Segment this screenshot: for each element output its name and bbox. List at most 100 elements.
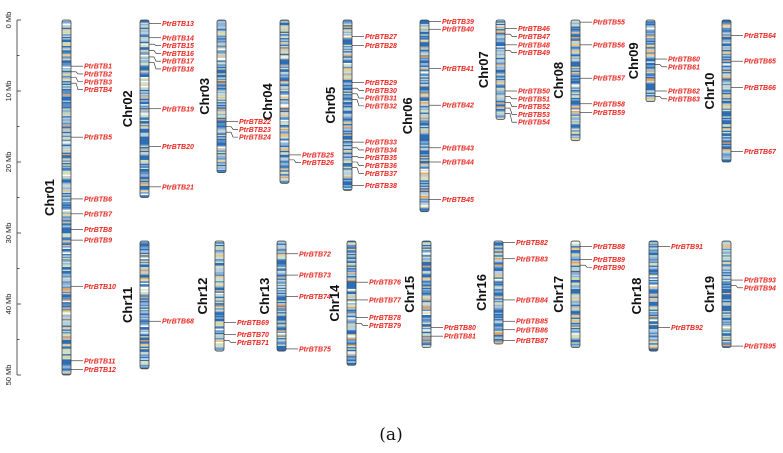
gene-leader-line — [356, 323, 368, 326]
gene-label: PtrBTB94 — [744, 285, 776, 292]
gene-label: PtrBTB16 — [162, 51, 194, 58]
gene-marker-ptrbtb26: PtrBTB26 — [289, 159, 334, 167]
gene-label: PtrBTB91 — [671, 244, 703, 251]
chromosome-set: Chr01PtrBTB1PtrBTB2PtrBTB3PtrBTB4PtrBTB5… — [42, 19, 777, 376]
gene-label: PtrBTB25 — [302, 152, 334, 159]
gene-label: PtrBTB85 — [516, 319, 548, 326]
gene-marker-ptrbtb47: PtrBTB47 — [505, 34, 551, 41]
gene-marker-ptrbtb30: PtrBTB30 — [352, 88, 397, 95]
gene-marker-ptrbtb87: PtrBTB87 — [503, 338, 549, 345]
gene-label: PtrBTB49 — [518, 50, 550, 57]
gene-marker-ptrbtb4: PtrBTB4 — [71, 82, 112, 94]
gene-marker-ptrbtb53: PtrBTB53 — [505, 107, 550, 119]
gene-marker-ptrbtb45: PtrBTB45 — [429, 197, 474, 204]
figure-caption: (a) — [379, 425, 402, 445]
gene-marker-ptrbtb34: PtrBTB34 — [352, 147, 397, 154]
gene-leader-line — [149, 50, 161, 54]
gene-marker-ptrbtb42: PtrBTB42 — [429, 103, 474, 110]
gene-label: PtrBTB40 — [442, 27, 474, 34]
chromosome-name-label: Chr05 — [323, 87, 338, 124]
gene-marker-ptrbtb21: PtrBTB21 — [149, 184, 194, 191]
gene-marker-ptrbtb79: PtrBTB79 — [356, 323, 401, 330]
gene-leader-line — [71, 71, 83, 75]
gene-marker-ptrbtb76: PtrBTB76 — [356, 280, 401, 287]
gene-leader-line — [149, 62, 161, 70]
gene-marker-ptrbtb3: PtrBTB3 — [71, 77, 112, 86]
gene-label: PtrBTB47 — [518, 34, 551, 41]
gene-marker-ptrbtb5: PtrBTB5 — [71, 135, 112, 142]
gene-marker-ptrbtb59: PtrBTB59 — [580, 110, 625, 117]
density-bands — [347, 241, 356, 366]
gene-label: PtrBTB86 — [516, 327, 548, 334]
gene-marker-ptrbtb15: PtrBTB15 — [149, 43, 194, 50]
gene-label: PtrBTB57 — [593, 76, 626, 83]
gene-label: PtrBTB55 — [593, 20, 625, 27]
chromosome-outline — [721, 19, 732, 163]
scale-tick-label: 20 Mb — [4, 152, 13, 173]
gene-label: PtrBTB60 — [668, 57, 700, 64]
chromosome-outline — [279, 19, 290, 184]
gene-label: PtrBTB24 — [239, 135, 271, 142]
gene-marker-ptrbtb74: PtrBTB74 — [286, 294, 331, 301]
chromosome-outline — [342, 19, 353, 191]
gene-label: PtrBTB37 — [365, 171, 398, 178]
gene-marker-ptrbtb83: PtrBTB83 — [503, 256, 548, 263]
gene-label: PtrBTB69 — [237, 320, 269, 327]
gene-label: PtrBTB44 — [442, 160, 474, 167]
gene-label: PtrBTB61 — [668, 64, 700, 71]
gene-leader-line — [505, 96, 517, 100]
gene-marker-ptrbtb27: PtrBTB27 — [352, 34, 398, 41]
chromosome-outline — [139, 240, 150, 370]
gene-marker-ptrbtb7: PtrBTB7 — [71, 211, 113, 218]
gene-label: PtrBTB93 — [744, 278, 776, 285]
gene-marker-ptrbtb78: PtrBTB78 — [356, 315, 401, 322]
density-bands — [215, 241, 224, 352]
gene-marker-ptrbtb43: PtrBTB43 — [429, 145, 474, 152]
chromosome-outline — [216, 19, 227, 174]
gene-label: PtrBTB14 — [162, 35, 194, 42]
density-bands — [571, 20, 580, 141]
gene-label: PtrBTB48 — [518, 42, 550, 49]
gene-marker-ptrbtb18: PtrBTB18 — [149, 62, 194, 73]
gene-label: PtrBTB65 — [744, 59, 776, 66]
gene-label: PtrBTB81 — [444, 334, 476, 341]
gene-leader-line — [289, 159, 301, 163]
chromosome-name-label: Chr08 — [551, 62, 566, 99]
gene-marker-ptrbtb60: PtrBTB60 — [655, 57, 700, 64]
chromosome-outline — [645, 19, 656, 103]
gene-label: PtrBTB13 — [162, 21, 194, 28]
gene-label: PtrBTB68 — [162, 319, 194, 326]
gene-label: PtrBTB62 — [668, 89, 700, 96]
chromosome-chr05: Chr05PtrBTB27PtrBTB28PtrBTB29PtrBTB30Ptr… — [323, 19, 398, 191]
gene-leader-line — [580, 264, 592, 268]
gene-label: PtrBTB10 — [84, 284, 116, 291]
gene-leader-line — [505, 113, 517, 123]
gene-leader-line — [352, 99, 364, 107]
gene-label: PtrBTB34 — [365, 147, 397, 154]
chromosome-outline — [495, 19, 506, 120]
gene-label: PtrBTB74 — [299, 294, 331, 301]
gene-marker-ptrbtb49: PtrBTB49 — [505, 50, 550, 57]
chromosome-name-label: Chr06 — [400, 97, 415, 134]
gene-label: PtrBTB21 — [162, 184, 194, 191]
gene-marker-ptrbtb80: PtrBTB80 — [431, 325, 476, 332]
gene-marker-ptrbtb32: PtrBTB32 — [352, 99, 397, 110]
gene-marker-ptrbtb66: PtrBTB66 — [731, 85, 776, 92]
gene-marker-ptrbtb9: PtrBTB9 — [71, 238, 112, 245]
gene-label: PtrBTB51 — [518, 96, 550, 103]
gene-label: PtrBTB87 — [516, 338, 549, 345]
gene-label: PtrBTB82 — [516, 240, 548, 247]
gene-marker-ptrbtb58: PtrBTB58 — [580, 101, 625, 108]
density-bands — [571, 241, 580, 348]
gene-marker-ptrbtb33: PtrBTB33 — [352, 140, 397, 147]
gene-leader-line — [352, 156, 364, 159]
gene-label: PtrBTB64 — [744, 33, 776, 40]
gene-marker-ptrbtb19: PtrBTB19 — [149, 106, 194, 113]
density-bands — [649, 241, 658, 352]
gene-label: PtrBTB66 — [744, 85, 776, 92]
